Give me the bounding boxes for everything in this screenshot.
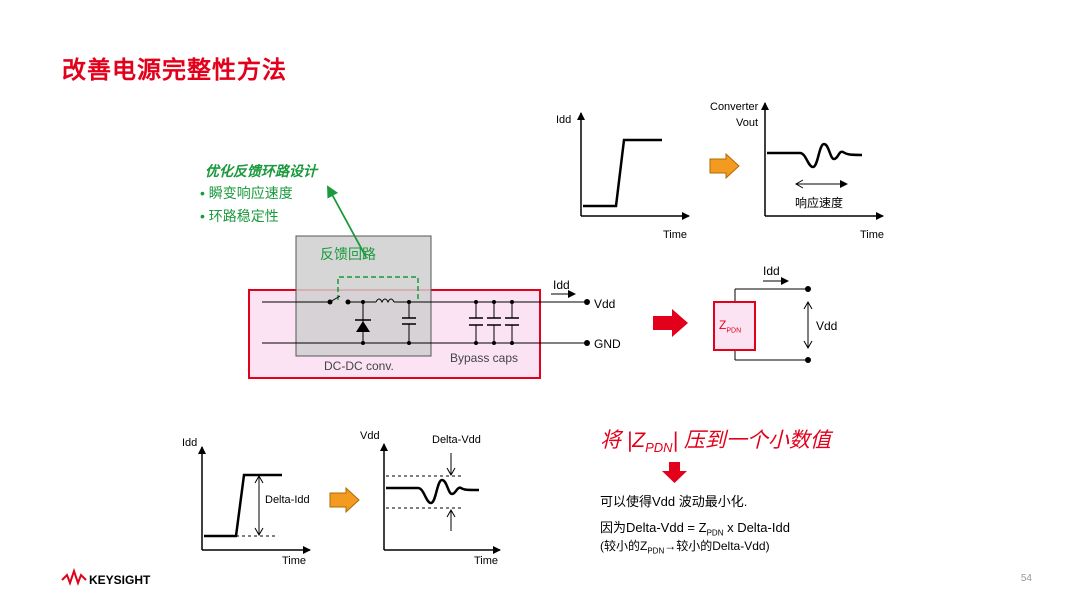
plot-delta-vdd <box>380 443 501 554</box>
keysight-logo: KEYSIGHT <box>89 573 151 587</box>
plot2-ylabel-line2: Vout <box>736 117 759 129</box>
plot2-ylabel-line1: Converter <box>710 101 759 113</box>
keysight-logo-mark <box>61 567 87 586</box>
plot3-xlabel: Time <box>282 555 307 567</box>
red-right-arrow <box>653 309 688 337</box>
conclusion-line2: 因为Delta-Vdd = ZPDN x Delta-Idd <box>600 520 790 538</box>
plot2-xlabel: Time <box>860 229 885 241</box>
conclusion-line3: (较小的ZPDN→较小的Delta-Vdd) <box>600 539 770 556</box>
delta-idd-label: Delta-Idd <box>265 494 310 506</box>
bypass-capacitors <box>469 300 519 345</box>
circuit-idd-label: Idd <box>553 278 570 292</box>
plot4-xlabel: Time <box>474 555 499 567</box>
dcdc-label: DC-DC conv. <box>324 359 394 373</box>
page-title: 改善电源完整性方法 <box>62 57 287 84</box>
plot1-xlabel: Time <box>663 229 688 241</box>
zpdn-label: ZPDN <box>719 318 742 335</box>
circuit-gnd-label: GND <box>594 337 621 351</box>
plot-converter-vout <box>761 102 884 220</box>
feedback-heading: 优化反馈环路设计 <box>205 163 317 179</box>
pdn-idd-label: Idd <box>763 264 780 278</box>
circuit-vdd-label: Vdd <box>594 297 616 311</box>
delta-vdd-label: Delta-Vdd <box>432 434 481 446</box>
feedback-box-label: 反馈回路 <box>320 246 376 262</box>
pdn-model <box>713 277 813 363</box>
orange-arrow-top <box>709 152 740 180</box>
feedback-loop-dashed <box>337 276 419 300</box>
plot3-ylabel: Idd <box>182 437 198 449</box>
plot-idd-step <box>577 112 690 220</box>
conclusion-line1: 可以使得Vdd 波动最小化. <box>600 494 748 509</box>
inductor <box>375 298 395 304</box>
feedback-item: • 瞬变响应速度 <box>200 185 293 201</box>
page-number: 54 <box>1020 573 1032 584</box>
conclusion-heading: 将 |ZPDN| 压到一个小数值 <box>600 429 831 456</box>
plot1-ylabel: Idd <box>556 114 572 126</box>
diode <box>356 321 370 332</box>
feedback-item: • 环路稳定性 <box>200 208 279 224</box>
response-speed-label: 响应速度 <box>795 196 844 210</box>
red-down-arrow <box>662 462 687 483</box>
plot4-ylabel: Vdd <box>360 430 380 442</box>
bypass-label: Bypass caps <box>450 351 519 365</box>
feedback-arrow <box>327 185 367 258</box>
orange-arrow-bottom <box>329 486 360 514</box>
pdn-vdd-label: Vdd <box>816 319 838 333</box>
plot-delta-idd <box>198 446 311 554</box>
